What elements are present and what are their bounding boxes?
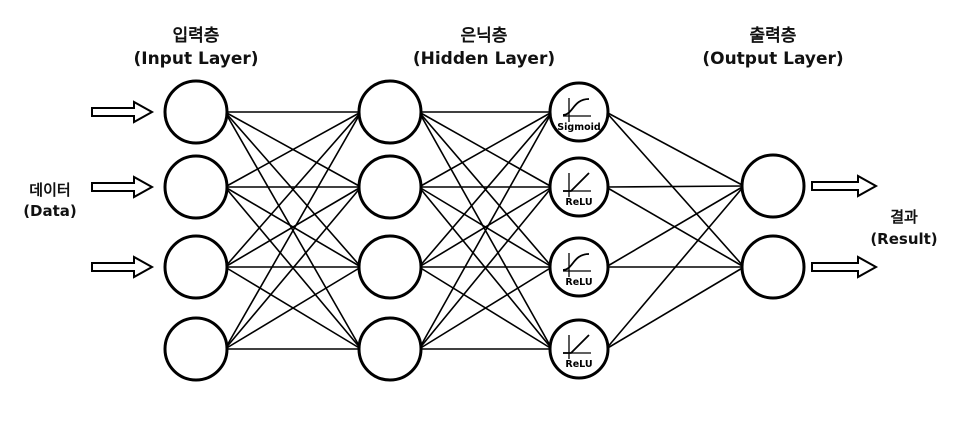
input-arrow-1 <box>91 100 155 124</box>
hidden-node-2 <box>357 154 423 220</box>
activation-label-3: ReLU <box>565 277 592 288</box>
arrows-group <box>91 100 879 279</box>
connections-group <box>224 111 745 350</box>
activation-node-1: Sigmoid <box>548 81 610 143</box>
hidden-layer-subtitle: (Hidden Layer) <box>413 49 555 69</box>
edge-hidden-activation-2-1 <box>418 186 553 268</box>
edge-input-hidden-1-0 <box>224 111 362 188</box>
input-layer-title: 입력층 <box>173 26 220 46</box>
edge-activation-output-0-1 <box>605 111 745 268</box>
output-arrow-2 <box>811 255 879 279</box>
output-layer-subtitle: (Output Layer) <box>702 49 843 69</box>
activation-axes-3 <box>563 253 591 277</box>
input-node-3 <box>163 234 229 300</box>
output-node-2 <box>740 234 806 300</box>
activation-curve-4 <box>563 334 590 354</box>
activation-node-2: ReLU <box>548 156 610 218</box>
activation-curve-1 <box>562 98 590 116</box>
edge-input-hidden-3-2 <box>224 266 362 350</box>
edge-hidden-activation-3-0 <box>418 111 553 350</box>
edge-activation-output-3-0 <box>605 185 745 350</box>
data-label-en: (Data) <box>23 202 77 220</box>
activation-curve-2 <box>563 172 590 192</box>
input-arrow-3 <box>91 255 155 279</box>
input-layer-subtitle: (Input Layer) <box>133 49 258 69</box>
hidden-layer-title: 은닉층 <box>461 26 508 46</box>
activation-node-3: ReLU <box>548 236 610 298</box>
edge-input-hidden-2-1 <box>224 186 362 268</box>
edge-input-hidden-3-0 <box>224 111 362 350</box>
activation-label-4: ReLU <box>565 359 592 370</box>
activation-curve-3 <box>562 253 590 271</box>
hidden-node-3 <box>357 234 423 300</box>
activation-axes-1 <box>563 98 591 122</box>
output-node-1 <box>740 153 806 219</box>
activation-label-1: Sigmoid <box>557 122 600 133</box>
edge-hidden-activation-3-2 <box>418 266 553 350</box>
edge-activation-output-0-0 <box>605 111 745 187</box>
data-label: 데이터 <box>29 181 70 199</box>
output-layer-title: 출력층 <box>750 26 797 46</box>
activation-label-2: ReLU <box>565 197 592 208</box>
output-arrow-1 <box>811 174 879 198</box>
input-node-2 <box>163 154 229 220</box>
edge-hidden-activation-2-0 <box>418 111 553 268</box>
edge-hidden-activation-1-0 <box>418 111 553 188</box>
result-label-en: (Result) <box>870 230 937 248</box>
activation-node-4: ReLU <box>548 318 610 380</box>
edge-activation-output-1-0 <box>605 185 745 188</box>
edge-activation-output-2-0 <box>605 185 745 268</box>
hidden-node-1 <box>357 79 423 145</box>
hidden-node-4 <box>357 316 423 382</box>
edge-activation-output-3-1 <box>605 266 745 350</box>
result-label: 결과 <box>890 208 918 226</box>
edge-input-hidden-3-1 <box>224 186 362 350</box>
edge-input-hidden-2-0 <box>224 111 362 268</box>
input-node-4 <box>163 316 229 382</box>
input-arrow-2 <box>91 175 155 199</box>
edge-hidden-activation-3-1 <box>418 186 553 350</box>
input-node-1 <box>163 79 229 145</box>
